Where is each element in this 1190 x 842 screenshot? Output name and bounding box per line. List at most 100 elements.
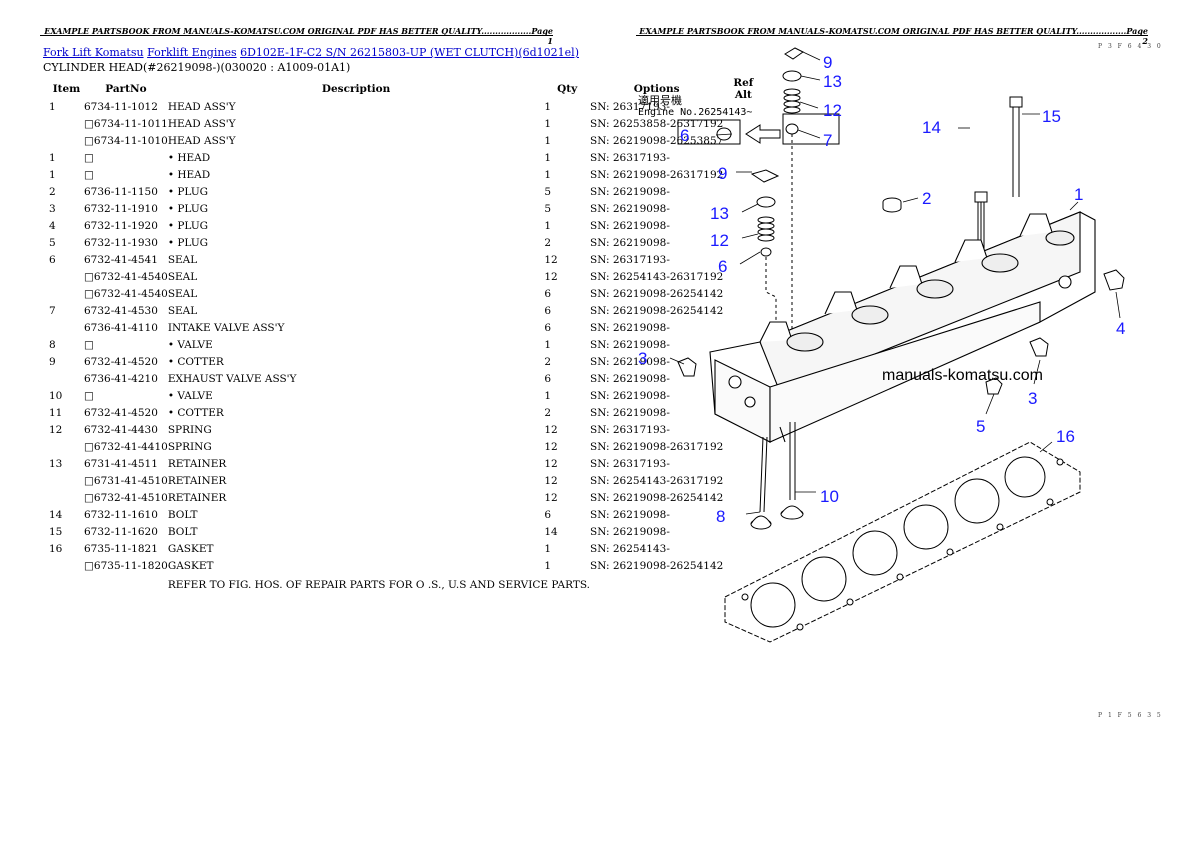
cell-description: • VALVE	[167, 390, 213, 402]
cell-partno: 6732-41-4541	[84, 254, 158, 266]
cell-qty: 12	[544, 441, 558, 453]
cell-description: • COTTER	[167, 356, 224, 368]
cell-item: 13	[49, 458, 63, 470]
cell-description: SEAL	[167, 288, 198, 300]
col-header-partno: PartNo	[105, 83, 147, 95]
cell-item	[43, 271, 84, 288]
cell-options: SN: 26219098-	[590, 509, 670, 521]
callout-14: 14	[922, 118, 941, 137]
cell-partno: 6732-11-1620	[84, 526, 158, 538]
callout-13-left: 13	[710, 204, 729, 223]
cell-partno: 6732-41-4530	[84, 305, 158, 317]
cell-description: HEAD ASS'Y	[167, 118, 236, 130]
cotter-left-icon	[750, 169, 780, 183]
cell-item	[43, 118, 84, 135]
cell-options: SN: 26219098-	[590, 203, 670, 215]
callout-leaders	[669, 51, 1121, 515]
engine-label-no: Engine No.26254143~	[638, 107, 752, 118]
cell-qty: 6	[544, 373, 552, 385]
cell-description: • HEAD	[167, 169, 211, 181]
cell-description: RETAINER	[167, 492, 227, 504]
cell-options: SN: 26317193-	[590, 458, 670, 470]
cell-description: INTAKE VALVE ASS'Y	[167, 322, 285, 334]
cell-item: 9	[49, 356, 56, 368]
cylinder-head-exploded-diagram: 適用号機 Engine No.26254143~	[638, 47, 1125, 643]
cell-item: 14	[49, 509, 63, 521]
cell-options: SN: 26219098-	[590, 322, 670, 334]
cell-options: SN: 26317193-	[590, 101, 670, 113]
cell-partno: 6732-41-4520	[84, 356, 158, 368]
breadcrumb-link-engine-model[interactable]: 6D102E-1F-C2 S/N 26215803-UP (WET CLUTCH…	[240, 46, 579, 59]
cell-partno: □	[84, 152, 94, 164]
cell-partno: □6734-11-1010	[84, 135, 168, 147]
breadcrumb-link-fork-lift[interactable]: Fork Lift Komatsu	[43, 46, 144, 59]
cell-item	[43, 288, 84, 305]
cell-partno: 6732-11-1930	[84, 237, 158, 249]
table-note-row: REFER TO FIG. HOS. OF REPAIR PARTS FOR O…	[43, 577, 763, 596]
cell-item: 4	[49, 220, 56, 232]
head-gasket-icon	[724, 441, 1081, 643]
cell-item	[43, 492, 84, 509]
inset-box	[677, 119, 741, 145]
cell-options: SN: 26219098-26317192	[590, 169, 724, 181]
cell-options: SN: 26254143-	[590, 543, 670, 555]
cell-item: 1	[49, 152, 56, 164]
inset-box-valve	[782, 113, 840, 145]
cell-description: SPRING	[167, 424, 212, 436]
seal-left-icon	[760, 247, 772, 257]
cell-partno: □	[84, 339, 94, 351]
cell-options: SN: 26253858-26317192	[590, 118, 724, 130]
dashed-leader-left	[765, 257, 777, 342]
plug-4-icon	[1103, 269, 1125, 291]
figure-code-top: P 3 F 6 4 3 0	[1098, 43, 1163, 50]
cell-description: BOLT	[167, 509, 198, 521]
cell-qty: 2	[544, 237, 552, 249]
cell-item	[43, 135, 84, 152]
spring-left-icon	[757, 216, 775, 242]
cell-qty: 1	[544, 135, 552, 147]
cell-qty: 2	[544, 407, 552, 419]
cell-qty: 1	[544, 339, 552, 351]
cell-partno: 6732-11-1910	[84, 203, 158, 215]
col-header-qty: Qty	[557, 83, 578, 95]
cell-partno: 6732-41-4430	[84, 424, 158, 436]
callout-4: 4	[1116, 319, 1125, 338]
cell-qty: 6	[544, 509, 552, 521]
figure-code-bottom: P 1 F 5 6 3 5	[1098, 712, 1163, 719]
cell-qty: 6	[544, 288, 552, 300]
callout-7: 7	[823, 131, 832, 150]
breadcrumb: Fork Lift Komatsu Forklift Engines 6D102…	[43, 46, 579, 59]
cell-description: RETAINER	[167, 458, 227, 470]
cell-options: SN: 26317193-	[590, 152, 670, 164]
cell-item: 12	[49, 424, 63, 436]
cell-description: • HEAD	[167, 152, 211, 164]
cell-partno: □6735-11-1820	[84, 560, 168, 572]
breadcrumb-link-forklift-engines[interactable]: Forklift Engines	[147, 46, 237, 59]
cell-qty: 2	[544, 356, 552, 368]
cell-item	[43, 373, 84, 390]
cell-qty: 1	[544, 169, 552, 181]
cylinder-head-block	[709, 211, 1096, 443]
watermark-text: manuals-komatsu.com	[882, 367, 1043, 384]
cell-options: SN: 26219098-26254142	[590, 305, 724, 317]
cell-partno: 6736-41-4110	[84, 322, 158, 334]
cell-partno: □6732-41-4410	[84, 441, 168, 453]
cell-partno: 6734-11-1012	[84, 101, 158, 113]
retainer-top-icon	[782, 70, 802, 82]
cell-partno: □6732-41-4510	[84, 492, 168, 504]
cell-partno: 6736-41-4210	[84, 373, 158, 385]
cell-qty: 12	[544, 475, 558, 487]
plug-3-right-icon	[1029, 337, 1049, 357]
callout-12-left: 12	[710, 231, 729, 250]
callout-10: 10	[820, 487, 839, 506]
col-header-item: Item	[52, 83, 81, 95]
